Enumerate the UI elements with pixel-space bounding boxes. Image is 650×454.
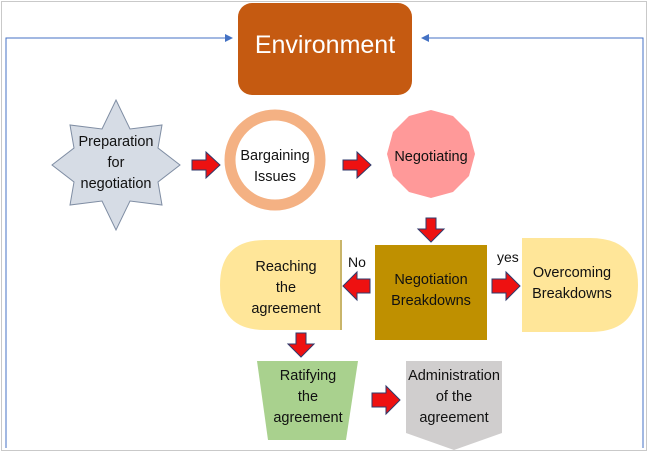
loop-line-left — [5, 34, 233, 448]
preparation-star-node — [51, 98, 181, 232]
negotiating-node — [387, 110, 475, 198]
ratifying-label: Ratifying the agreement — [273, 367, 343, 426]
yes-edge-label: yes — [497, 248, 519, 265]
reaching-node — [220, 240, 340, 330]
arrow-negotiating-to-breakdowns — [416, 217, 446, 243]
arrow-bargaining-to-negotiating — [342, 150, 372, 180]
negotiating-label: Negotiating — [394, 148, 468, 165]
environment-node — [238, 3, 412, 95]
ratifying-node — [257, 361, 358, 440]
no-edge-label: No — [348, 253, 366, 270]
overcoming-label: Overcoming Breakdowns — [532, 265, 612, 302]
arrow-prep-to-bargaining — [191, 150, 221, 180]
administration-node — [406, 361, 502, 450]
reaching-label: Reaching the agreement — [251, 258, 321, 317]
environment-label: Environment — [254, 30, 396, 59]
loop-line-right — [421, 34, 644, 448]
preparation-label: Preparation for negotiation — [78, 133, 154, 192]
administration-label: Administration of the agreement — [408, 367, 500, 426]
breakdowns-label: Negotiation Breakdowns — [391, 272, 471, 309]
bargaining-label: Bargaining Issues — [240, 148, 310, 185]
arrow-ratifying-to-administration — [371, 384, 401, 416]
bargaining-ring-node — [224, 109, 326, 211]
overcoming-node — [522, 238, 638, 332]
breakdowns-node — [375, 245, 487, 340]
arrow-reaching-to-ratifying — [286, 332, 316, 358]
arrow-breakdowns-to-reaching — [342, 270, 371, 302]
arrow-breakdowns-to-overcoming — [491, 270, 521, 302]
